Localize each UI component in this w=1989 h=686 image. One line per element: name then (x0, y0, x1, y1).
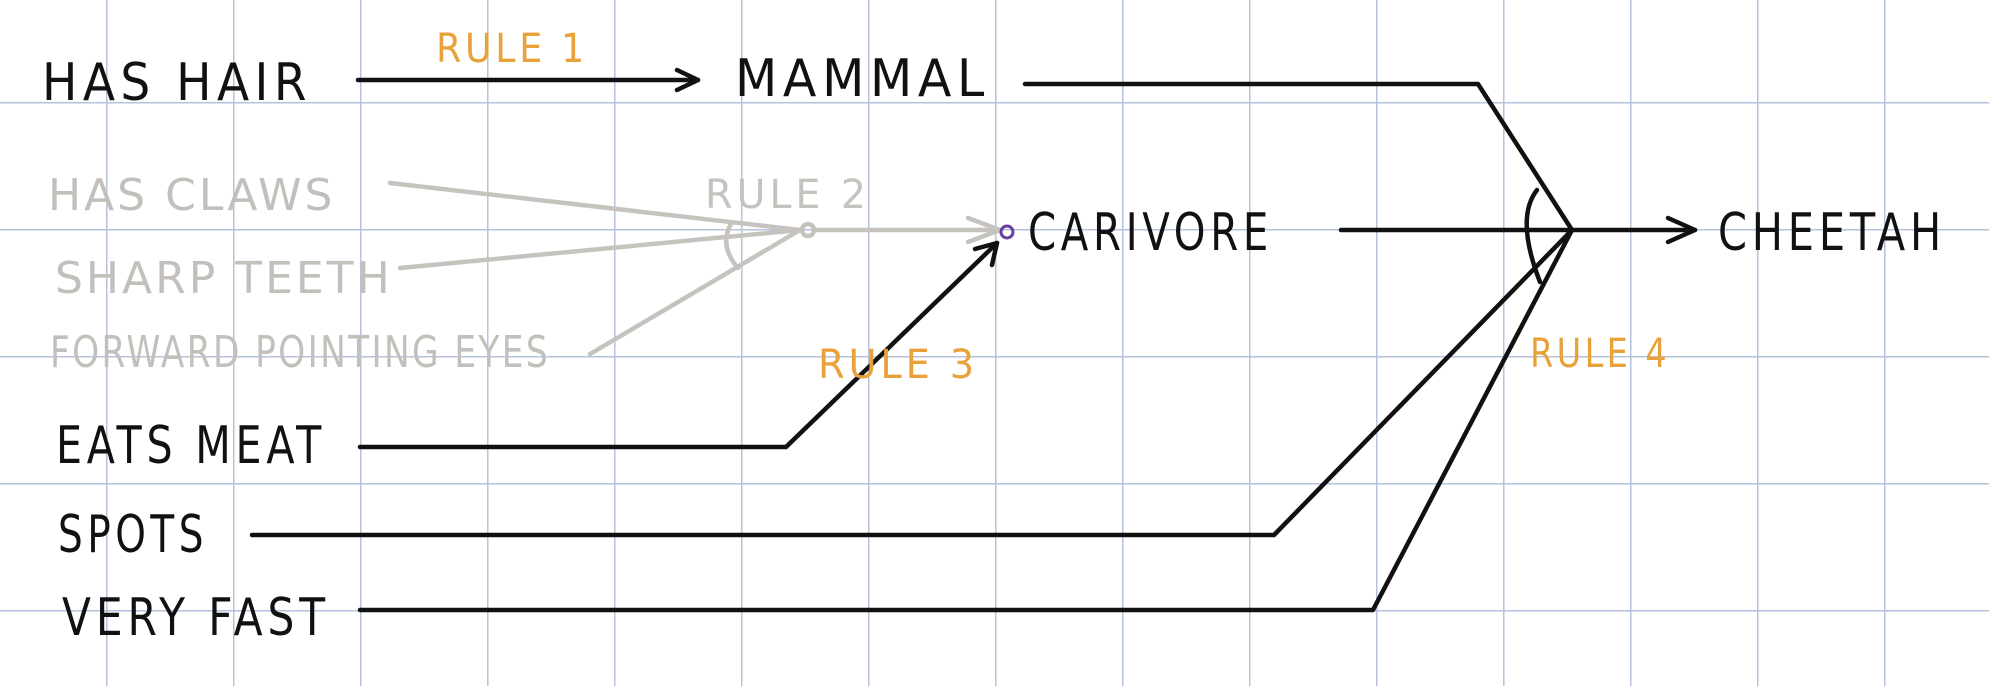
rule-3-edges (357, 224, 1015, 450)
edge-very-fast-to-rule-4 (357, 227, 1575, 613)
rule-2-edges (387, 180, 1003, 357)
rule-2-label: RULE 2 (705, 172, 870, 218)
node-eats-meat: EATS MEAT (56, 416, 326, 476)
rule-3-arrowhead (972, 240, 1000, 268)
node-forward-pointing-eyes: FORWARD POINTING EYES (50, 327, 550, 378)
edge-mammal-to-rule-4 (1022, 81, 1575, 233)
node-cheetah: CHEETAH (1718, 203, 1946, 263)
edge-eats-meat-to-carnivore (357, 240, 1000, 450)
rule-2-and-arc (724, 219, 741, 271)
rule-1-arrowhead (674, 67, 701, 93)
carnivore-junction (999, 224, 1015, 240)
edge-sharp-teeth-to-rule-2 (397, 227, 803, 271)
rule-4-arrowhead (1665, 215, 1698, 245)
node-has-hair: HAS HAIR (42, 53, 312, 113)
edge-spots-to-rule-4 (249, 227, 1575, 538)
rule-4-edges (249, 81, 1698, 613)
rule-3-label: RULE 3 (818, 342, 978, 388)
rule-1-label: RULE 1 (436, 26, 588, 72)
node-sharp-teeth: SHARP TEETH (55, 253, 393, 304)
node-carnivore: CARIVORE (1028, 203, 1273, 263)
rule-4-and-arc (1524, 187, 1543, 285)
edge-forward-eyes-to-rule-2 (587, 227, 803, 357)
node-spots: SPOTS (58, 505, 208, 565)
rule-1-edges (355, 67, 701, 93)
rule-4-label: RULE 4 (1530, 331, 1670, 377)
node-very-fast: VERY FAST (62, 588, 330, 648)
node-has-claws: HAS CLAWS (48, 170, 335, 221)
node-mammal: MAMMAL (735, 49, 990, 109)
